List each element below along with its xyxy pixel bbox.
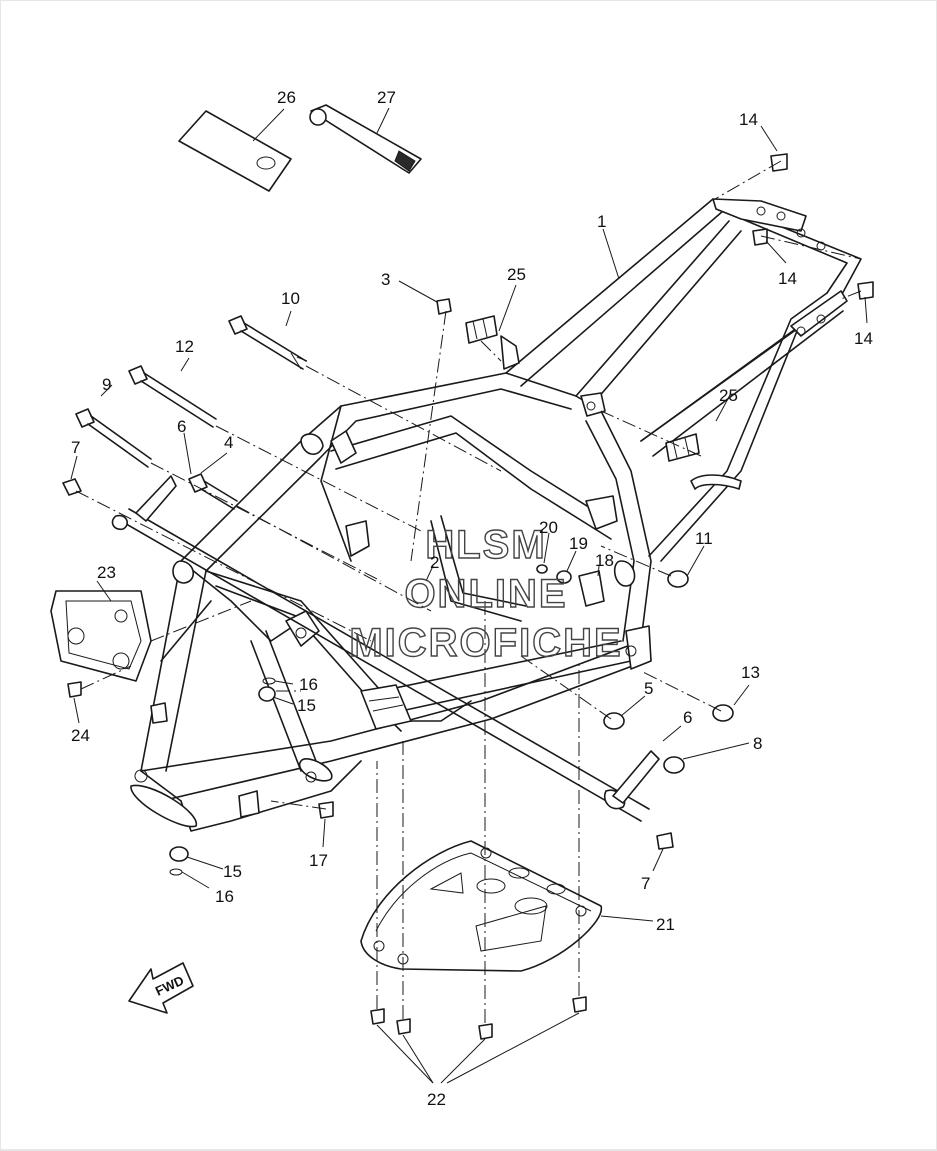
- callout-25: 25: [507, 265, 526, 284]
- callout-14: 14: [854, 329, 873, 348]
- fwd-arrow-icon: FWD: [128, 962, 194, 1014]
- callout-26: 26: [277, 88, 296, 107]
- callout-7: 7: [641, 874, 650, 893]
- callout-9: 9: [102, 375, 111, 394]
- callout-1: 1: [597, 212, 606, 231]
- stand-assembly: [111, 475, 660, 822]
- callout-21: 21: [656, 915, 675, 934]
- callout-19: 19: [569, 534, 588, 553]
- callout-24: 24: [71, 726, 90, 745]
- callout-6: 6: [683, 708, 692, 727]
- callout-16: 16: [299, 675, 318, 694]
- callout-15: 15: [297, 696, 316, 715]
- callout-8: 8: [753, 734, 762, 753]
- watermark-line-1: HLSM: [425, 523, 546, 567]
- callout-10: 10: [281, 289, 300, 308]
- watermark-line-2: ONLINE: [404, 572, 567, 616]
- callout-4: 4: [224, 433, 233, 452]
- callout-15: 15: [223, 862, 242, 881]
- callout-6: 6: [177, 417, 186, 436]
- callout-3: 3: [381, 270, 390, 289]
- callout-12: 12: [175, 337, 194, 356]
- engine-mount-bracket: [50, 590, 152, 682]
- callout-23: 23: [97, 563, 116, 582]
- callout-18: 18: [595, 551, 614, 570]
- callout-7: 7: [71, 438, 80, 457]
- skid-plate: [360, 840, 602, 972]
- callout-22: 22: [427, 1090, 446, 1109]
- watermark: HLSM ONLINE MICROFICHE: [349, 522, 622, 665]
- callout-numbers: 26 27 14 1 14 3 25 10 14 12 9 25 6 4 7 2…: [71, 88, 873, 1109]
- callout-17: 17: [309, 851, 328, 870]
- callout-5: 5: [644, 679, 653, 698]
- callout-27: 27: [377, 88, 396, 107]
- small-parts: [178, 104, 700, 462]
- main-frame: [130, 198, 862, 832]
- callout-11: 11: [695, 529, 713, 548]
- leader-lines: [70, 107, 868, 1084]
- watermark-line-3: MICROFICHE: [349, 621, 622, 665]
- callout-20: 20: [539, 518, 558, 537]
- callout-16: 16: [215, 887, 234, 906]
- bolts: [62, 153, 874, 1040]
- callout-14: 14: [778, 269, 797, 288]
- callout-2: 2: [430, 553, 439, 572]
- callout-14: 14: [739, 110, 758, 129]
- callout-25: 25: [719, 386, 738, 405]
- callout-13: 13: [741, 663, 760, 682]
